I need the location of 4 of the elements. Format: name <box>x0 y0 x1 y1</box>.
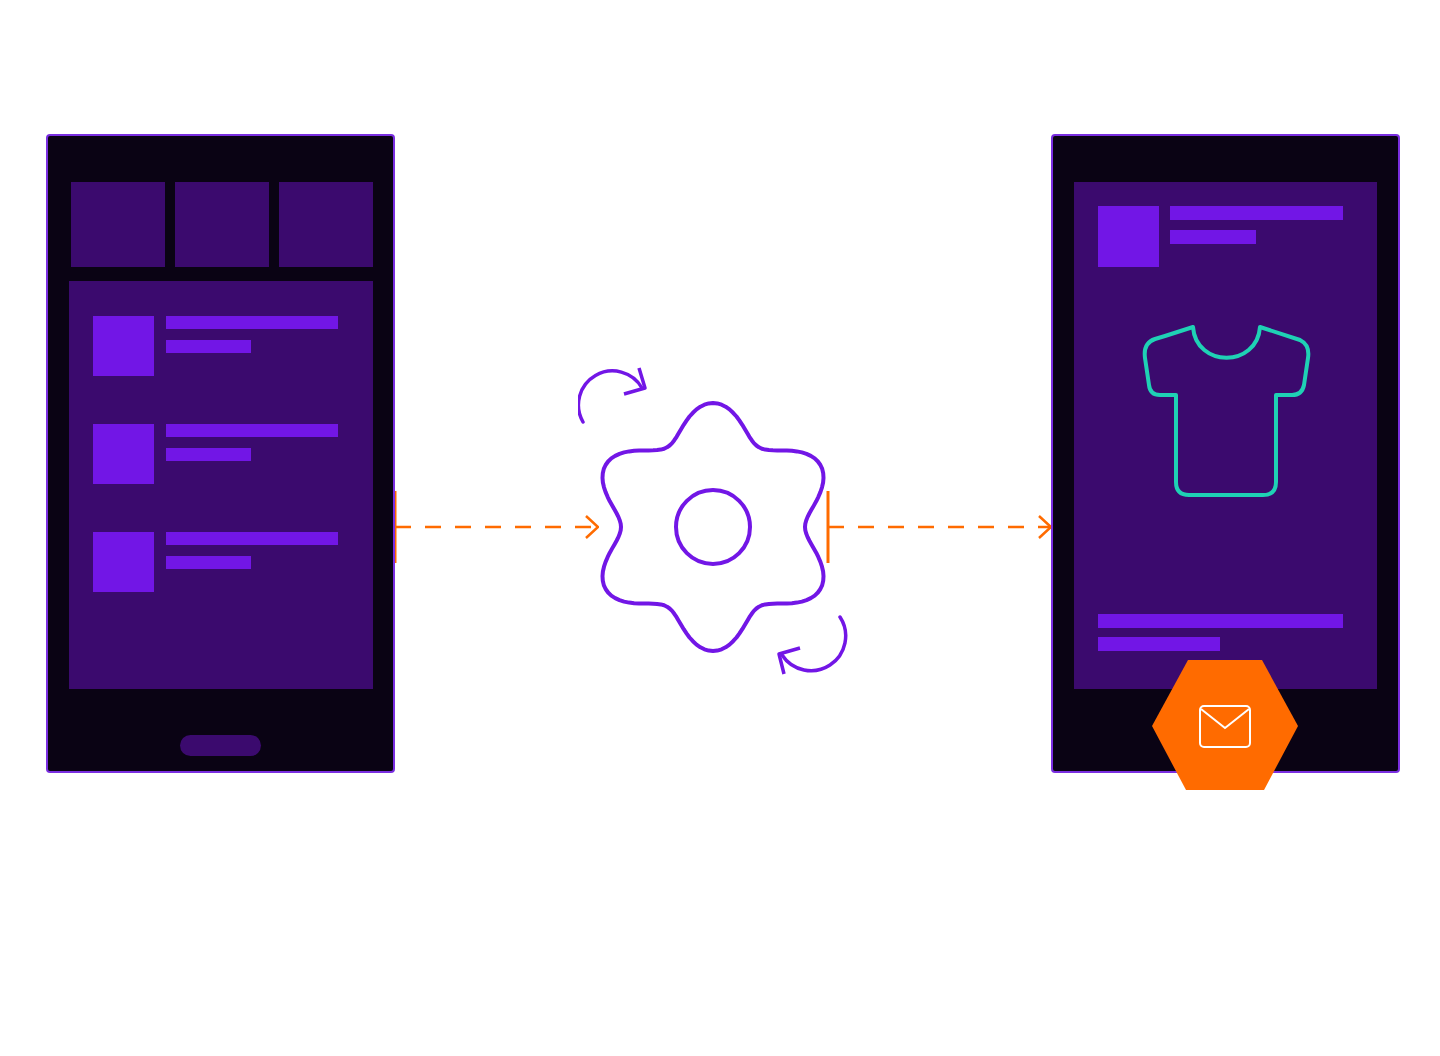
phone-drawing <box>1051 134 1400 792</box>
gear-drawing <box>598 401 828 653</box>
arrow <box>826 489 1053 565</box>
phone-drawing <box>46 134 395 773</box>
